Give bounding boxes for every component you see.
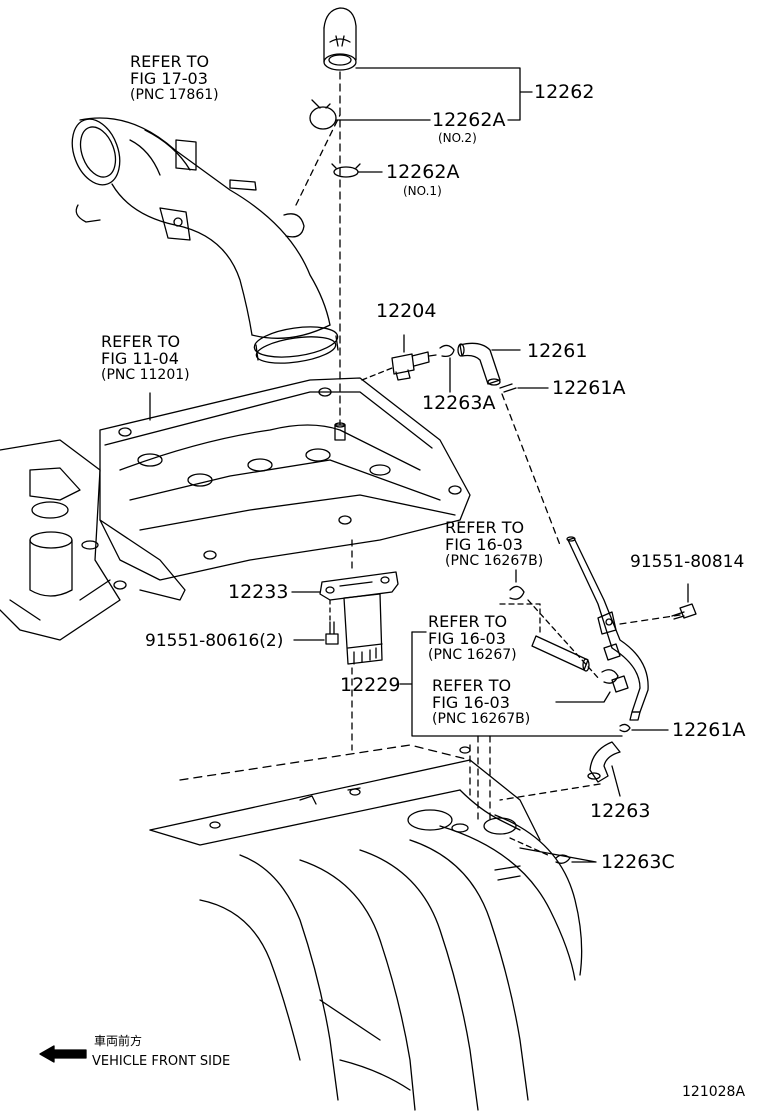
part-12233: 12233: [228, 581, 289, 603]
oil-filler-cap-drawing: [323, 7, 357, 71]
ref-line: (PNC 16267B): [445, 553, 544, 569]
cylinder-head-cover-drawing: [0, 377, 471, 641]
ref-line: FIG 11-04: [101, 349, 179, 368]
part-no2-note: (NO.2): [438, 131, 477, 145]
ref-line: FIG 16-03: [428, 629, 506, 648]
part-12263c: 12263C: [601, 851, 675, 873]
bolt-80814-drawing: [671, 603, 697, 620]
part-no1-note: (NO.1): [403, 184, 442, 198]
part-12262: 12262: [534, 81, 595, 103]
ref-label-16267b-top: REFER TO FIG 16-03 (PNC 16267B): [445, 519, 543, 570]
part-12263: 12263: [590, 800, 651, 822]
part-91551-80616: 91551-80616(2): [145, 631, 284, 651]
ref-label-16267: REFER TO FIG 16-03 (PNC 16267): [428, 613, 517, 664]
gasket-no2-drawing: [309, 99, 337, 130]
duct-dash: [295, 114, 341, 206]
part-12261: 12261: [527, 340, 588, 362]
vehicle-front-label: VEHICLE FRONT SIDE: [92, 1054, 231, 1069]
baffle-plate-drawing: [319, 571, 399, 601]
ref-line: (PNC 16267B): [432, 711, 531, 727]
oil-separator-drawing: [343, 593, 383, 665]
clip-12261a-top-drawing: [499, 383, 517, 393]
part-12229: 12229: [340, 674, 401, 696]
ref-label-11201: REFER TO FIG 11-04 (PNC 11201): [101, 333, 190, 384]
bolt-dash: [619, 614, 681, 625]
ventilation-pipe-drawing: [566, 536, 649, 721]
leader-16267b-bottom: [555, 691, 611, 703]
part-91551-80814: 91551-80814: [630, 552, 745, 572]
part-12261a-bottom: 12261A: [672, 719, 746, 741]
part-12262a-no2: 12262A: [432, 109, 506, 131]
hose-dash: [501, 393, 561, 546]
clip-12263c-dash: [509, 837, 551, 857]
ref-line: FIG 16-03: [445, 535, 523, 554]
gasket-no1-drawing: [331, 163, 361, 178]
ref-line: REFER TO: [445, 518, 525, 537]
ref-line: REFER TO: [432, 676, 512, 695]
intake-manifold-drawing: [149, 744, 583, 1111]
part-12263a: 12263A: [422, 392, 496, 414]
ref-line: (PNC 16267): [428, 647, 517, 663]
hose-16267-dash-2: [527, 599, 601, 681]
hose-12263-dash: [499, 783, 601, 801]
leader-12263: [611, 765, 621, 797]
hose-16267-dash: [499, 603, 541, 633]
bolt-80616-drawing: [325, 621, 339, 645]
part-12261a-top: 12261A: [552, 377, 626, 399]
pcv-valve-drawing: [391, 351, 437, 381]
air-intake-duct-drawing: [71, 117, 339, 364]
leader-12263c: [519, 847, 597, 863]
ref-line: (PNC 17861): [130, 87, 219, 103]
ref-line: FIG 16-03: [432, 693, 510, 712]
vehicle-front-arrow-icon: [39, 1045, 87, 1063]
ref-line: REFER TO: [130, 52, 210, 71]
ref-label-17861: REFER TO FIG 17-03 (PNC 17861): [130, 53, 219, 104]
ref-line: (PNC 11201): [101, 367, 190, 383]
hose-12261-drawing: [457, 342, 501, 386]
leader-12262: [355, 67, 533, 121]
pcv-dash: [361, 367, 393, 381]
hose-12263-drawing: [587, 741, 621, 783]
clip-12261a-bottom-drawing: [619, 723, 631, 733]
bracket-12229: [399, 631, 623, 737]
part-12204: 12204: [376, 300, 437, 322]
part-12262a-no1: 12262A: [386, 161, 460, 183]
figure-code: 121028A: [682, 1084, 746, 1100]
ref-line: FIG 17-03: [130, 69, 208, 88]
clip-12263a-drawing: [439, 344, 455, 358]
ref-line: REFER TO: [428, 612, 508, 631]
ref-line: REFER TO: [101, 332, 181, 351]
hose-16267-drawing: [509, 585, 619, 684]
vehicle-front-japanese: 車両前方: [94, 1034, 143, 1048]
ref-label-16267b-bottom: REFER TO FIG 16-03 (PNC 16267B): [432, 677, 530, 728]
